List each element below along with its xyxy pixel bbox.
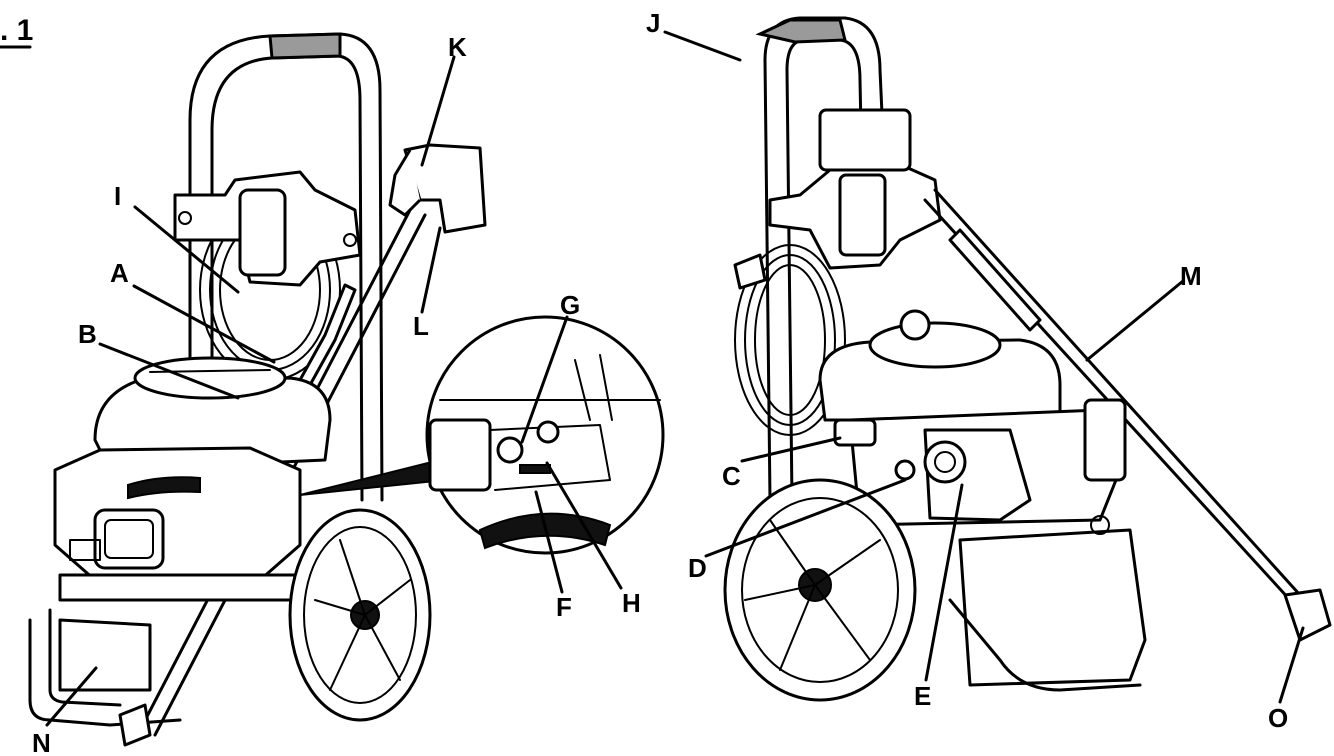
callout-l: L — [413, 311, 429, 341]
callout-o: O — [1268, 703, 1288, 733]
callout-j: J — [646, 8, 660, 38]
handle-grip — [268, 32, 342, 60]
spray-gun — [403, 143, 487, 234]
callout-n: N — [32, 728, 51, 756]
engine-shroud — [93, 376, 332, 472]
callout-a: A — [110, 258, 129, 288]
callout-g: G — [560, 290, 580, 320]
rear-handle-grip — [755, 18, 847, 44]
callout-c: C — [722, 461, 741, 491]
callout-i: I — [114, 181, 121, 211]
callout-h: H — [622, 588, 641, 618]
callout-d: D — [688, 553, 707, 583]
callout-m: M — [1180, 261, 1202, 291]
rear-engine-shroud — [818, 338, 1062, 422]
callout-f: F — [556, 592, 572, 622]
callout-b: B — [78, 319, 97, 349]
figure-label-text: . 1 — [0, 14, 33, 47]
callout-labels: I A B K L G H F J M C D E N O — [32, 8, 1288, 756]
pressure-washer-front-view — [28, 32, 487, 747]
callout-e: E — [914, 681, 931, 711]
leader-lines — [45, 30, 1305, 727]
callout-k: K — [448, 32, 467, 62]
detail-inset — [299, 315, 665, 555]
figure-label: . 1 — [0, 14, 33, 49]
pressure-washer-rear-view — [723, 16, 1332, 702]
